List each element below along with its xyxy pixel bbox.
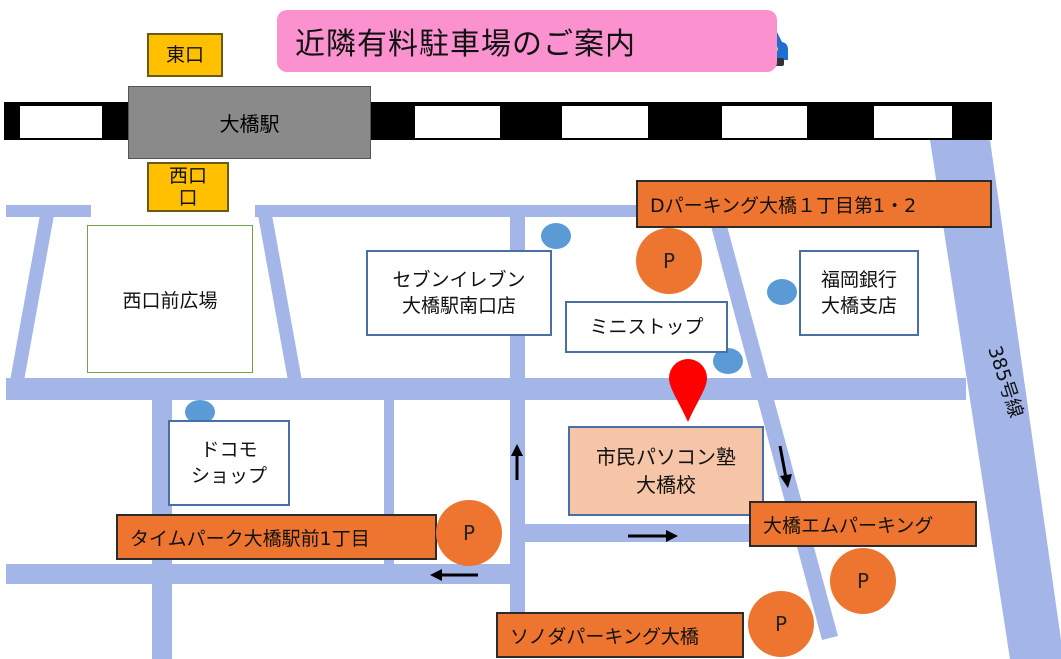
- railway-car: [874, 106, 952, 138]
- sonoda-parking-label: ソノダパーキング大橋: [496, 612, 744, 658]
- seven-eleven-label: セブンイレブン 大橋駅南口店: [366, 250, 552, 336]
- parking-marker: P: [436, 500, 502, 566]
- school-building: 市民パソコン塾 大橋校: [568, 426, 764, 516]
- road-plaza-right: [258, 215, 304, 392]
- railway-car: [562, 106, 648, 138]
- parking-marker: P: [636, 228, 702, 294]
- railway-car: [20, 106, 102, 138]
- east-exit-label: 東口: [147, 33, 223, 77]
- station-building: 大橋駅: [128, 86, 371, 159]
- landmark-dot: [541, 223, 571, 249]
- d-parking-label: Dパーキング大橋１丁目第1・2: [636, 180, 992, 228]
- landmark-dot: [767, 279, 797, 305]
- m-parking-label: 大橋エムパーキング: [749, 501, 977, 547]
- time-park-label: タイムパーク大橋駅前1丁目: [116, 514, 437, 560]
- fukuoka-bank-label: 福岡銀行 大橋支店: [799, 250, 919, 336]
- road-top: [6, 205, 91, 217]
- arrow-right-icon: [628, 530, 678, 542]
- landmark-dot: [713, 348, 743, 374]
- arrow-left-icon: [430, 569, 478, 581]
- route-385-road: [930, 140, 1061, 659]
- railway-car: [722, 106, 807, 138]
- road-middle: [6, 378, 966, 400]
- roads: [6, 140, 1061, 659]
- road-bottom: [6, 564, 524, 584]
- page-title: 近隣有料駐車場のご案内: [277, 10, 777, 72]
- docomo-shop-label: ドコモ ショップ: [168, 420, 290, 506]
- road-top: [255, 205, 695, 217]
- west-plaza: 西口前広場: [87, 225, 253, 373]
- road-vertical: [384, 392, 394, 564]
- parking-marker: P: [748, 591, 814, 657]
- railway-car: [415, 106, 500, 138]
- landmark-dot: [185, 400, 215, 424]
- road-lower: [520, 524, 750, 542]
- road-plaza-left: [8, 215, 54, 392]
- mini-stop-label: ミニストップ: [565, 301, 728, 353]
- arrow-down-icon: [778, 445, 792, 488]
- west-exit-label: 西口 口: [147, 162, 229, 212]
- parking-marker: P: [830, 548, 896, 614]
- arrow-up-icon: [511, 444, 523, 480]
- page-title-text: 近隣有料駐車場のご案内: [295, 27, 636, 62]
- location-pin-icon: [669, 359, 707, 422]
